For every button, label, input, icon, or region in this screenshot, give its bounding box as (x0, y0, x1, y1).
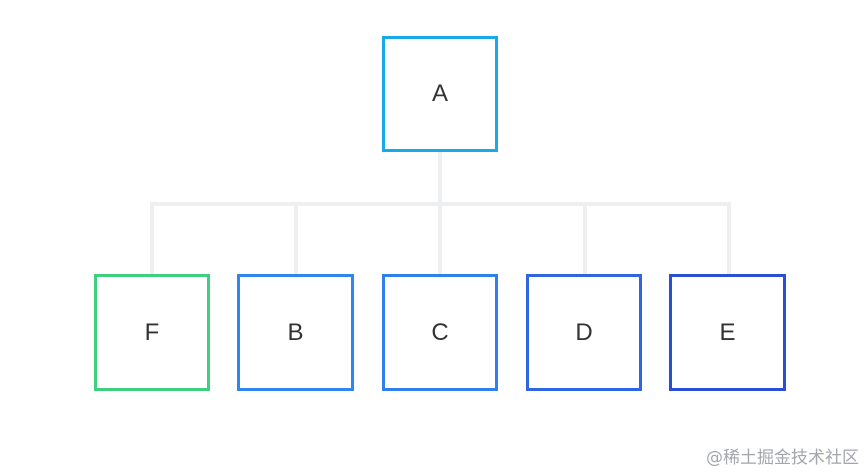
branch-b (294, 202, 298, 274)
node-c: C (382, 274, 498, 391)
node-b: B (237, 274, 354, 391)
node-f-label: F (144, 318, 160, 346)
node-c-label: C (431, 318, 449, 346)
root-stem (438, 151, 442, 206)
node-d-label: D (575, 318, 593, 346)
node-e: E (669, 274, 786, 391)
branch-d (583, 202, 587, 274)
branch-e (727, 202, 731, 274)
node-f: F (94, 274, 210, 391)
node-b-label: B (287, 318, 304, 346)
node-a: A (382, 36, 498, 152)
node-d: D (526, 274, 642, 391)
branch-f (150, 202, 154, 274)
watermark: @稀土掘金技术社区 (706, 448, 859, 468)
branch-c (438, 202, 442, 274)
node-e-label: E (719, 318, 736, 346)
node-a-label: A (431, 80, 448, 107)
